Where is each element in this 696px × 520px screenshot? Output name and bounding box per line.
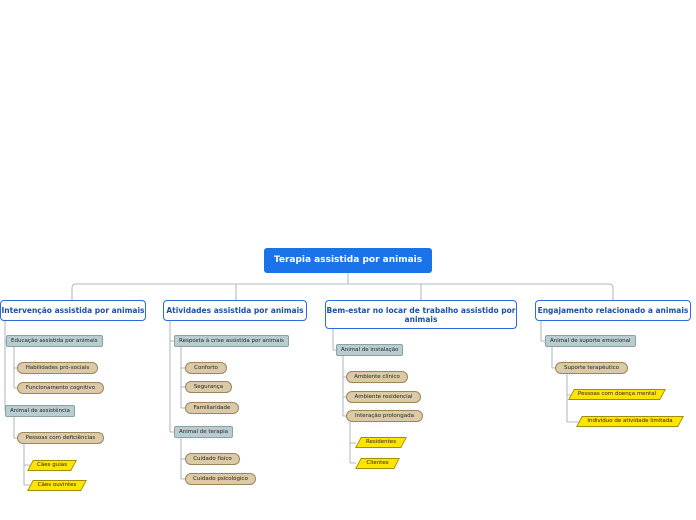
subitem-clientes[interactable]: Clientes (358, 458, 397, 469)
branch-atividades[interactable]: Atividades assistida por animais (163, 300, 307, 321)
item-interacao-prolongada[interactable]: Interação prolongada (346, 410, 423, 422)
root-node[interactable]: Terapia assistida por animais (264, 248, 432, 273)
subitem-residentes[interactable]: Residentes (358, 437, 404, 448)
item-ambiente-residencial[interactable]: Ambiente residencial (346, 391, 421, 403)
group-educacao[interactable]: Educação assistida por animais (6, 335, 103, 347)
subitem-doenca-mental[interactable]: Pessoas com doença mental (571, 389, 663, 400)
item-habilidades[interactable]: Habilidades pró-sociais (17, 362, 98, 374)
branch-engajamento[interactable]: Engajamento relacionado a animais (535, 300, 691, 321)
subitem-atividade-limitada[interactable]: Indivíduo de atividade limitada (579, 416, 681, 427)
group-animal-terapia[interactable]: Animal de terapia (174, 426, 233, 438)
item-familiaridade[interactable]: Familiaridade (185, 402, 239, 414)
item-cuidado-psicologico[interactable]: Cuidado psicológico (185, 473, 256, 485)
branch-intervencao[interactable]: Intervenção assistida por animais (0, 300, 146, 321)
item-conforto[interactable]: Conforto (185, 362, 227, 374)
group-assistencia[interactable]: Animal de assistência (5, 405, 75, 417)
subitem-caes-guias[interactable]: Cães guias (30, 460, 74, 471)
branch-bem-estar[interactable]: Bem-estar no locar de trabalho assistido… (325, 300, 517, 329)
item-seguranca[interactable]: Segurança (185, 381, 232, 393)
group-suporte-emocional[interactable]: Animal de suporte emocional (545, 335, 636, 347)
item-cuidado-fisico[interactable]: Cuidado físico (185, 453, 240, 465)
group-animal-instalacao[interactable]: Animal de instalação (336, 344, 404, 356)
subitem-caes-ouvintes[interactable]: Cães ouvintes (30, 480, 84, 491)
item-ambiente-clinico[interactable]: Ambiente clínico (346, 371, 408, 383)
item-funcionamento[interactable]: Funcionamento cognitivo (17, 382, 104, 394)
group-resposta-crise[interactable]: Resposta à crise assistida por animais (174, 335, 289, 347)
item-suporte-terapeutico[interactable]: Suporte terapêutico (555, 362, 628, 374)
item-pessoas-deficiencias[interactable]: Pessoas com deficiências (17, 432, 104, 444)
